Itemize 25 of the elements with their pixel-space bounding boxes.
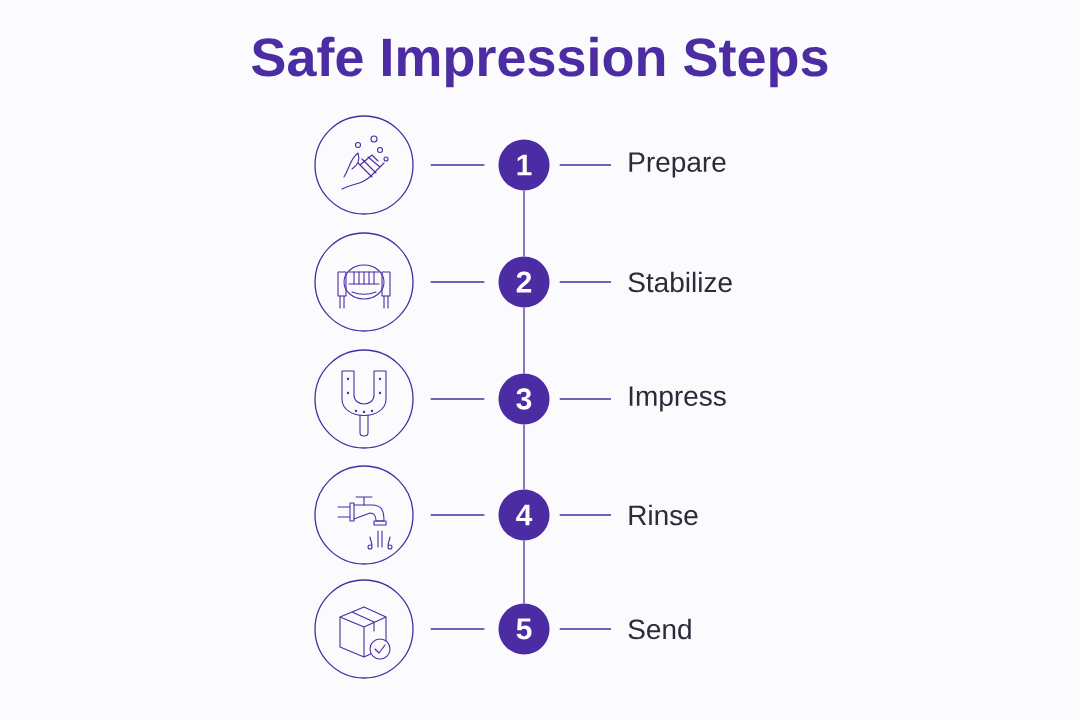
step-label: Stabilize <box>628 271 732 293</box>
connector-line <box>559 628 612 630</box>
connector-line <box>430 628 485 630</box>
connector-line <box>559 164 612 166</box>
connector-line <box>559 398 612 400</box>
step-label: Rinse <box>629 504 698 526</box>
step-label: Send <box>628 618 691 640</box>
icon-circle <box>314 579 414 679</box>
connector-line <box>523 540 525 604</box>
connector-line <box>523 307 525 374</box>
step-label: Impress <box>629 386 726 412</box>
icon-circle <box>314 349 414 449</box>
connector-line <box>559 514 612 516</box>
step-label: Prepare <box>629 152 726 178</box>
connector-line <box>559 281 612 283</box>
icon-circle <box>314 232 414 332</box>
icon-circle <box>314 465 414 565</box>
connector-line <box>430 398 485 400</box>
connector-line <box>430 281 485 283</box>
title: Safe Impression Steps <box>251 36 828 88</box>
connector-line <box>523 424 525 490</box>
connector-line <box>523 190 525 257</box>
connector-line <box>430 164 485 166</box>
connector-line <box>430 514 485 516</box>
icon-circle <box>314 115 414 215</box>
